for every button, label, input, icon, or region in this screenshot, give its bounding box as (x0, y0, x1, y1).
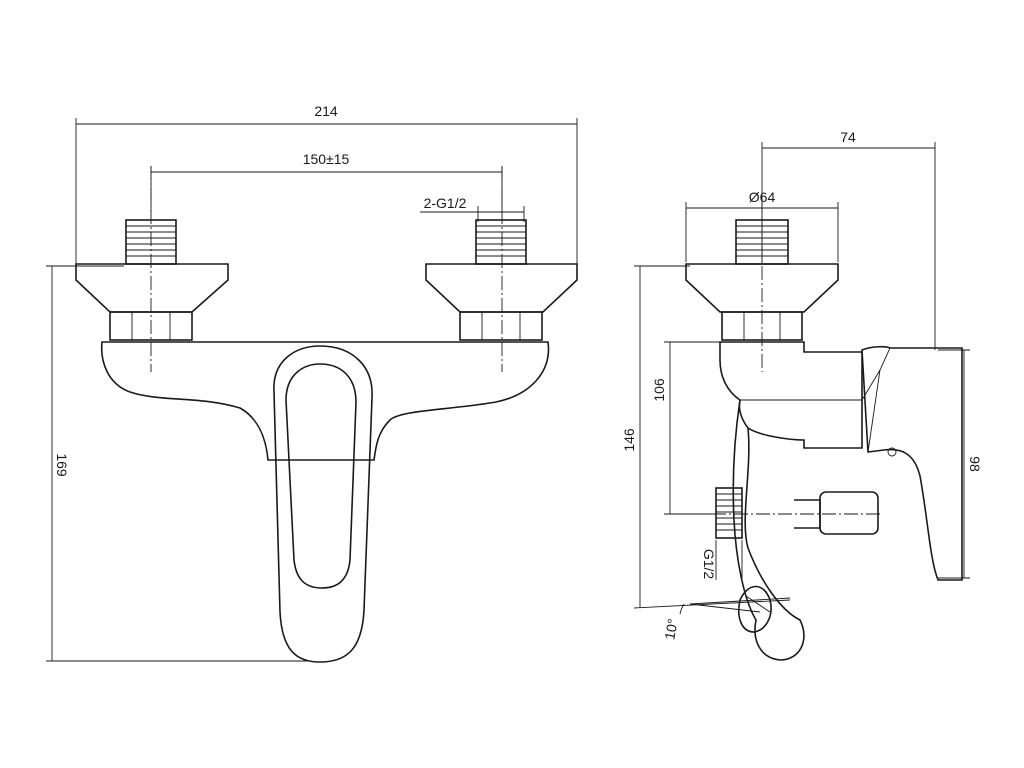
label-74: 74 (840, 129, 856, 145)
dim-106: 106 (651, 341, 720, 515)
dim-146: 146 (621, 265, 791, 609)
dim-total-width: 214 (75, 103, 578, 268)
label-flange: Ø64 (749, 189, 776, 205)
side-lever (861, 345, 963, 581)
label-thread-inlets: 2-G1/2 (424, 195, 467, 211)
dim-angle: 10° (661, 597, 791, 641)
dim-depth: 74 (761, 129, 936, 350)
side-spout (732, 399, 805, 661)
label-spacing: 150±15 (303, 151, 350, 167)
front-view: 214 150±15 2-G1/2 169 (46, 103, 578, 663)
label-146: 146 (621, 428, 637, 452)
side-view: 74 Ø64 146 106 (621, 129, 983, 661)
mixer-lever (273, 345, 373, 663)
mixer-body (100, 341, 550, 461)
label-169: 169 (54, 453, 70, 477)
dim-total-height: 169 (46, 265, 308, 662)
side-body (719, 341, 863, 449)
dim-thread-inlets: 2-G1/2 (420, 195, 525, 222)
dim-98: 98 (938, 349, 983, 579)
left-inlet (75, 219, 229, 341)
label-angle: 10° (661, 617, 680, 641)
dim-outlet-thread: G1/2 (701, 540, 743, 580)
right-inlet (425, 219, 578, 341)
label-98: 98 (967, 456, 983, 472)
label-106: 106 (651, 378, 667, 402)
label-214: 214 (314, 103, 338, 119)
label-outlet-thread: G1/2 (701, 549, 717, 580)
